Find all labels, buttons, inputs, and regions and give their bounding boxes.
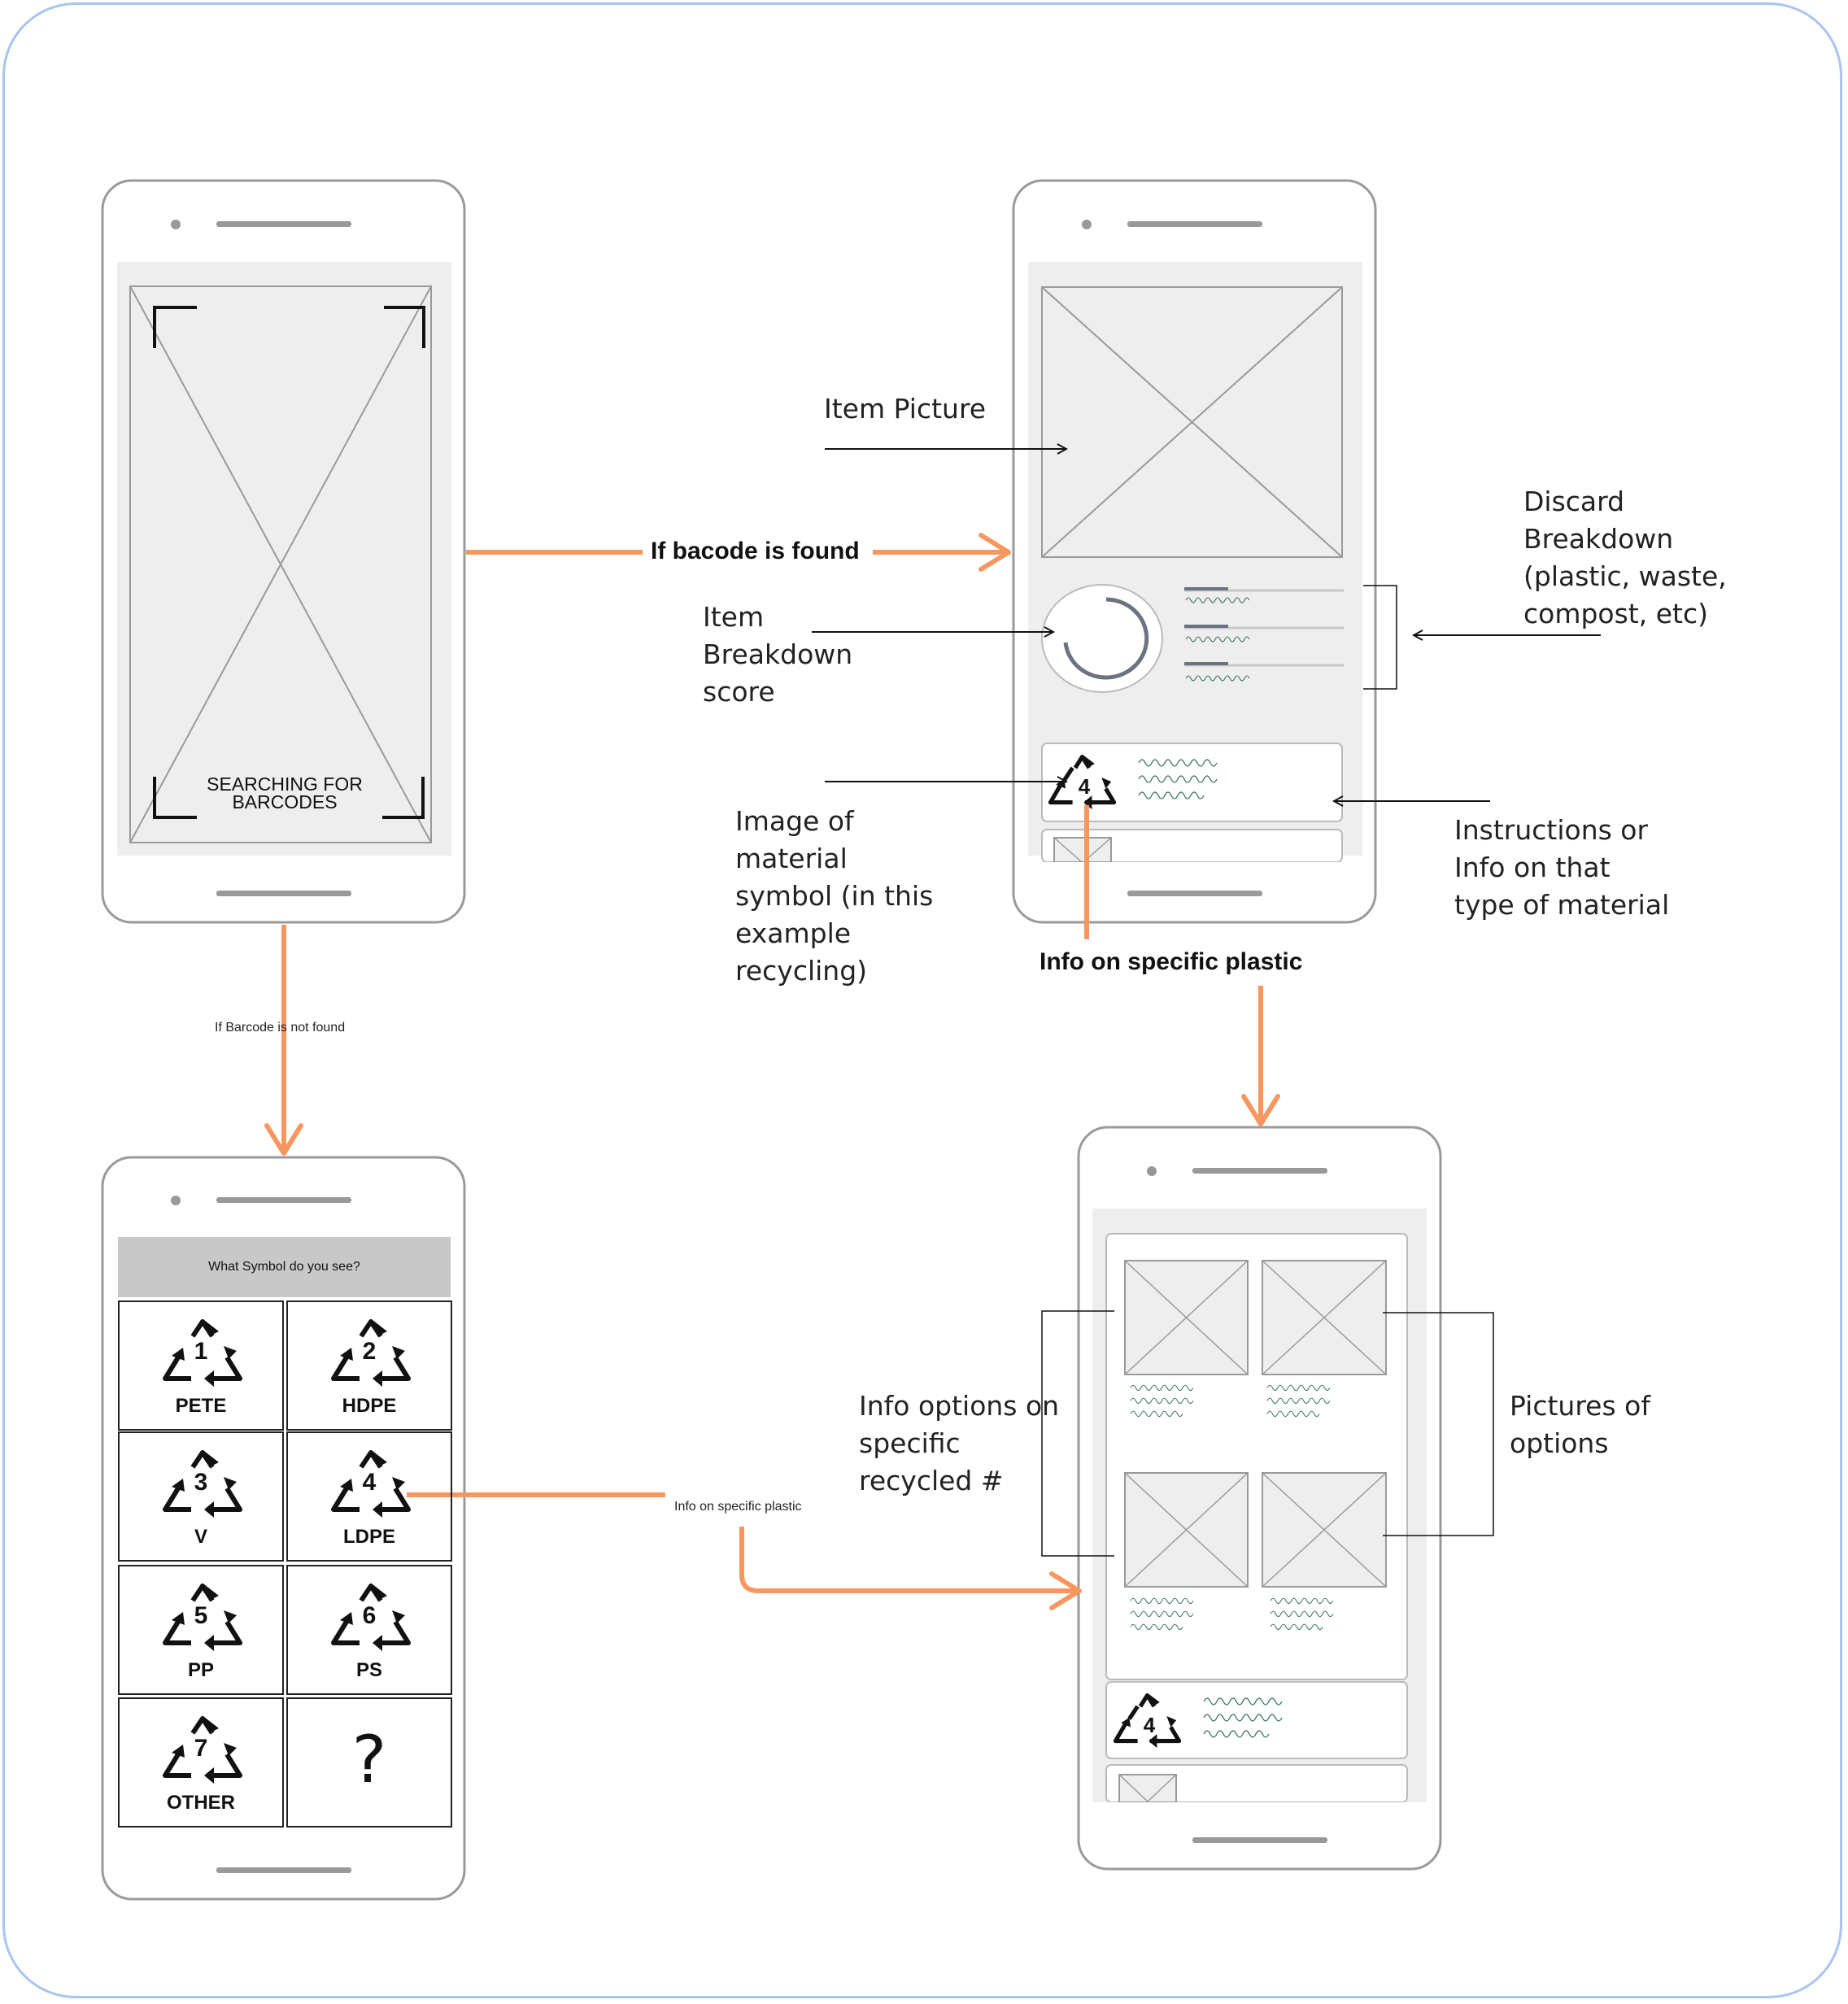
symbol-number: 5 xyxy=(194,1602,208,1629)
symbol-label: HDPE xyxy=(342,1395,397,1417)
item-picture-placeholder xyxy=(1041,286,1343,558)
phone-result xyxy=(1012,179,1377,924)
option-picture-3 xyxy=(1124,1472,1249,1631)
option-picture-2 xyxy=(1262,1260,1387,1418)
info-options-bracket xyxy=(1041,1310,1114,1557)
flow-label-specific-plastic-2: Info on specific plastic xyxy=(674,1500,802,1514)
flow-ldpe-to-detail xyxy=(739,1527,1082,1610)
recycle-triangle-icon xyxy=(331,1319,411,1387)
flow-label-found: If bacode is found xyxy=(651,538,860,564)
discard-bracket xyxy=(1363,585,1397,690)
symbol-label: PETE xyxy=(175,1395,227,1417)
symbol-option-unknown[interactable]: ? xyxy=(286,1697,452,1828)
symbol-question: What Symbol do you see? xyxy=(118,1237,451,1297)
scanner-status: SEARCHING FOR BARCODES xyxy=(207,773,363,812)
annotation-discard-breakdown: Discard Breakdown (plastic, waste, compo… xyxy=(1523,486,1727,630)
symbol-number: 2 xyxy=(362,1338,377,1365)
recycle-triangle-icon xyxy=(331,1584,411,1651)
symbol-number: 7 xyxy=(194,1735,208,1762)
phone-detail xyxy=(1077,1126,1442,1871)
recycle-triangle-icon xyxy=(163,1584,242,1651)
symbol-number: 3 xyxy=(194,1469,208,1496)
annotation-pictures-options: Pictures of options xyxy=(1510,1390,1650,1459)
annotation-instructions: Instructions or Info on that type of mat… xyxy=(1454,814,1670,921)
symbol-label: PP xyxy=(187,1659,214,1681)
recycle-triangle-icon xyxy=(163,1450,242,1518)
option-picture-1 xyxy=(1124,1260,1249,1418)
flow-label-specific-plastic: Info on specific plastic xyxy=(1040,948,1303,975)
flow-label-not-found: If Barcode is not found xyxy=(215,1021,346,1035)
detail-material-number: 4 xyxy=(1143,1713,1156,1737)
recycle-triangle-icon xyxy=(163,1319,242,1387)
annotation-material-symbol: Image of material symbol (in this exampl… xyxy=(735,805,934,987)
unknown-label: ? xyxy=(351,1722,387,1797)
annotation-breakdown-score: Item Breakdown score xyxy=(703,601,853,708)
symbol-number: 4 xyxy=(362,1469,377,1496)
symbol-number: 1 xyxy=(194,1338,208,1365)
symbol-number: 6 xyxy=(362,1602,377,1629)
recycle-triangle-icon xyxy=(163,1716,242,1784)
annotation-item-picture: Item Picture xyxy=(824,393,987,425)
symbol-label: LDPE xyxy=(342,1526,395,1548)
recycle-triangle-icon xyxy=(331,1450,411,1518)
score-ring-icon xyxy=(1041,584,1163,693)
phone-scanner xyxy=(101,179,466,924)
symbol-label: OTHER xyxy=(167,1792,235,1814)
pictures-bracket xyxy=(1383,1312,1494,1536)
symbol-label: PS xyxy=(355,1659,382,1681)
annotation-info-options: Info options on specific recycled # xyxy=(859,1390,1060,1496)
result-material-number: 4 xyxy=(1078,774,1091,799)
symbol-label: V xyxy=(194,1526,207,1548)
option-picture-4 xyxy=(1262,1472,1387,1631)
discard-bars xyxy=(1184,587,1344,682)
